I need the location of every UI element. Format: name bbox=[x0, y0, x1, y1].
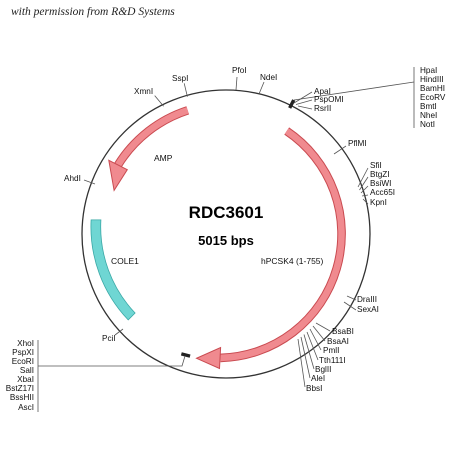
plasmid-name: RDC3601 bbox=[189, 203, 264, 222]
site-rsrii: RsrII bbox=[314, 104, 331, 113]
site-sspi: SspI bbox=[172, 74, 188, 83]
site-xhoi: XhoI bbox=[17, 339, 34, 348]
amp-label: AMP bbox=[154, 153, 173, 163]
site-kpni: KpnI bbox=[370, 198, 387, 207]
cole1-label: COLE1 bbox=[111, 256, 139, 266]
site-noti: NotI bbox=[420, 120, 435, 129]
apai-tick bbox=[293, 91, 313, 104]
amp-arrowhead bbox=[108, 159, 129, 192]
site-btgzi: BtgZI bbox=[370, 170, 390, 179]
site-acc65i: Acc65I bbox=[370, 188, 395, 197]
site-pfoi: PfoI bbox=[232, 66, 247, 75]
site-pcii: PciI bbox=[102, 334, 116, 343]
ahdi-tick bbox=[83, 179, 96, 185]
cole1-feature bbox=[90, 219, 136, 321]
plasmid-size: 5015 bps bbox=[198, 233, 254, 248]
mcs-top-leader bbox=[293, 81, 415, 101]
plasmid-backbone bbox=[81, 89, 371, 379]
acc65i-tick bbox=[361, 194, 369, 197]
amp-arc bbox=[115, 107, 189, 167]
site-bglii: BglII bbox=[315, 365, 331, 374]
bsaai-tick bbox=[312, 325, 326, 342]
site-asci: AscI bbox=[18, 403, 34, 412]
site-pmli: PmlI bbox=[323, 346, 339, 355]
site-nhei: NheI bbox=[420, 111, 437, 120]
site-draiii: DraIII bbox=[357, 295, 377, 304]
bglii-tick bbox=[303, 334, 315, 370]
sfii-tick bbox=[357, 167, 369, 188]
amp-arc-outline bbox=[114, 106, 190, 168]
ndei-tick bbox=[258, 81, 265, 95]
site-bsshii: BssHII bbox=[10, 393, 34, 402]
draiii-tick bbox=[346, 295, 357, 301]
kpni-tick bbox=[362, 198, 369, 205]
site-pspomi: PspOMI bbox=[314, 95, 344, 104]
site-xmni: XmnI bbox=[134, 87, 153, 96]
bsabi-tick bbox=[315, 322, 331, 332]
pcii-tick bbox=[114, 328, 124, 336]
site-hindiii: HindIII bbox=[420, 75, 444, 84]
sspi-tick bbox=[183, 83, 188, 97]
sexai-tick bbox=[343, 301, 357, 311]
mcs-marker-top bbox=[288, 99, 296, 109]
xmni-tick bbox=[154, 95, 164, 107]
site-sexai: SexAI bbox=[357, 305, 379, 314]
site-bstz17i: BstZ17I bbox=[6, 384, 34, 393]
site-alei: AleI bbox=[311, 374, 325, 383]
site-bbsi: BbsI bbox=[306, 384, 322, 393]
pspomi-tick bbox=[295, 99, 313, 105]
hpcsk4-arrowhead bbox=[195, 346, 222, 370]
site-pflmi: PflMI bbox=[348, 139, 367, 148]
site-tth111i: Tth111I bbox=[319, 356, 346, 365]
bsiwi-tick bbox=[360, 185, 369, 194]
site-pspxi: PspXI bbox=[12, 348, 34, 357]
site-ecori: EcoRI bbox=[12, 357, 34, 366]
hpcsk4-label: hPCSK4 (1-755) bbox=[261, 256, 324, 266]
site-bmti: BmtI bbox=[420, 102, 437, 111]
rsrii-tick bbox=[297, 105, 313, 110]
site-ndei: NdeI bbox=[260, 73, 277, 82]
tth111i-tick bbox=[306, 331, 319, 361]
site-ahdi: AhdI bbox=[64, 174, 81, 183]
hpcsk4-arc bbox=[220, 128, 345, 362]
mcs-bottom-leader bbox=[38, 355, 186, 367]
site-bsabi: BsaBI bbox=[332, 327, 354, 336]
bbsi-tick bbox=[297, 338, 306, 388]
site-ecorv: EcoRV bbox=[420, 93, 446, 102]
pflmi-tick bbox=[333, 145, 347, 155]
site-bsaai: BsaAI bbox=[327, 337, 349, 346]
mcs-marker-bottom bbox=[180, 352, 191, 358]
site-xbai: XbaI bbox=[17, 375, 34, 384]
site-apai: ApaI bbox=[314, 87, 331, 96]
site-bsiwi: BsiWI bbox=[370, 179, 391, 188]
pmli-tick bbox=[309, 328, 322, 351]
site-bamhi: BamHI bbox=[420, 84, 445, 93]
site-sfii: SfiI bbox=[370, 161, 382, 170]
site-sali: SalI bbox=[20, 366, 34, 375]
credit-text: with permission from R&D Systems bbox=[11, 6, 175, 18]
alei-tick bbox=[300, 336, 311, 379]
site-hpai: HpaI bbox=[420, 66, 437, 75]
pfoi-tick bbox=[235, 76, 238, 91]
btgzi-tick bbox=[359, 176, 369, 191]
